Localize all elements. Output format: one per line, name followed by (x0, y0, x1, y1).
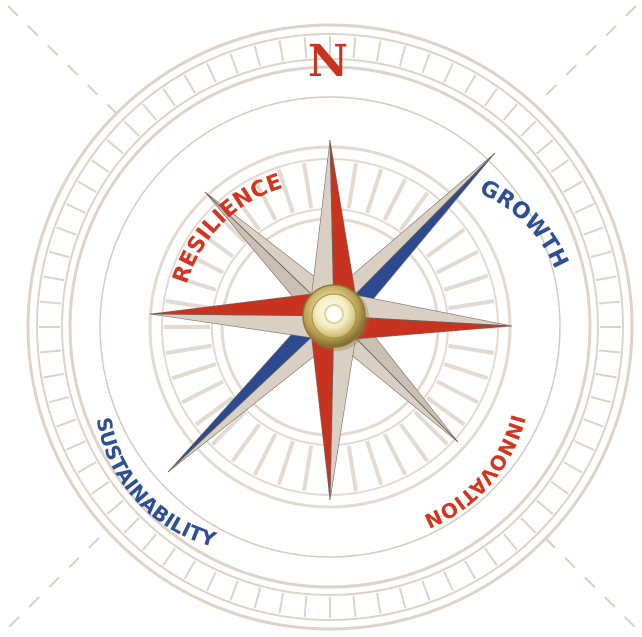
center-hub (303, 285, 369, 351)
north-label: N (308, 36, 348, 87)
